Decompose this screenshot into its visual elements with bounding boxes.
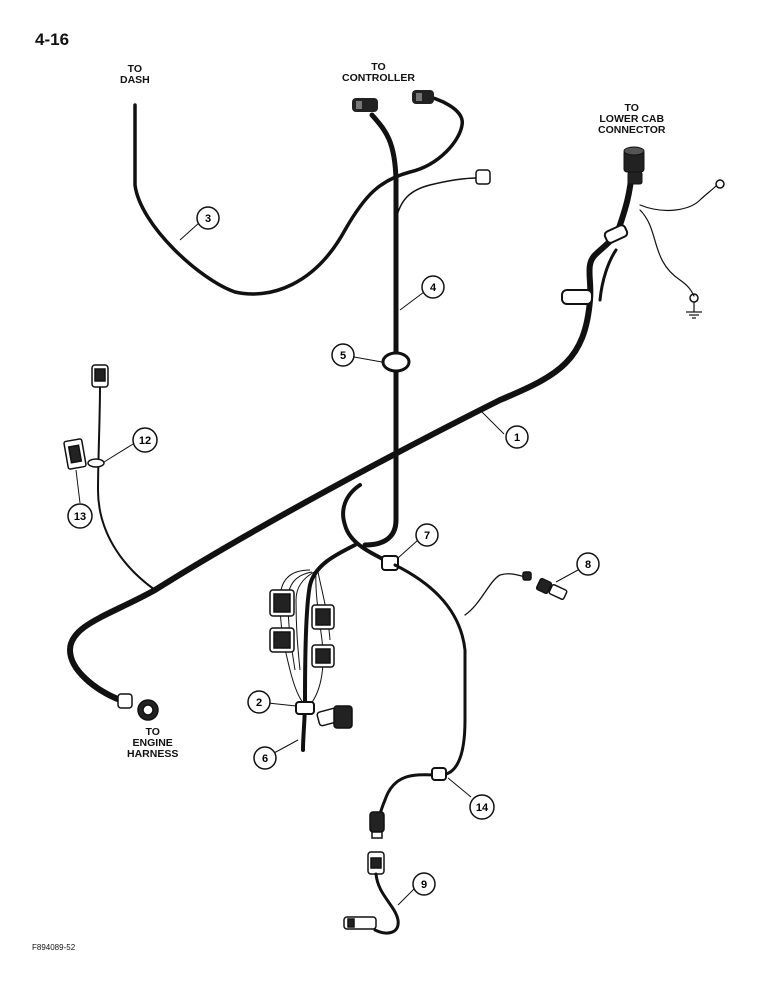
- mounting-bracket: [63, 438, 87, 470]
- label-to-controller: TO CONTROLLER: [342, 61, 415, 84]
- callout-1: 1: [505, 425, 529, 449]
- callout-2-text: 2: [256, 697, 262, 709]
- callout-7: 7: [415, 523, 439, 547]
- callout-8: 8: [576, 552, 600, 576]
- grommet: [381, 351, 411, 373]
- connector-bundle-wire: [301, 543, 357, 752]
- main-harness-wire: [67, 297, 593, 703]
- callout-4: 4: [421, 275, 445, 299]
- callout-13-text: 13: [74, 511, 86, 523]
- callout-5: 5: [331, 343, 355, 367]
- engine-harness-connector: [117, 693, 159, 721]
- label-to-dash: TO DASH: [120, 63, 150, 86]
- callout-3-text: 3: [205, 213, 211, 225]
- callout-14-text: 14: [476, 802, 489, 814]
- callout-6: 6: [253, 746, 277, 770]
- callout-9-text: 9: [421, 879, 427, 891]
- left-harness-wire: [97, 384, 156, 591]
- cable-tie: [87, 458, 105, 468]
- callout-7-text: 7: [424, 530, 430, 542]
- label-to-engine-harness: TO ENGINE HARNESS: [127, 726, 179, 760]
- leader-lines: [75, 221, 579, 906]
- harness-clip-7: [381, 555, 399, 571]
- dash-controller-connector: [412, 90, 434, 104]
- ground-ring-terminal-upper: [715, 179, 725, 189]
- callout-4-text: 4: [430, 282, 437, 294]
- callout-6-text: 6: [262, 753, 268, 765]
- controller-connector: [352, 98, 378, 112]
- figure-id: F894089-52: [32, 943, 76, 952]
- callout-3: 3: [196, 206, 220, 230]
- callout-8-text: 8: [585, 559, 591, 571]
- ground-symbol: [686, 302, 702, 319]
- ground-wire-lower: [639, 209, 695, 297]
- lower-cab-branch-wire-2: [598, 248, 618, 302]
- callout-1-text: 1: [514, 432, 520, 444]
- callout-13: 13: [67, 503, 93, 529]
- harness-clamp-lower: [561, 289, 593, 305]
- controller-pigtail-wire: [395, 177, 479, 221]
- bundle-end-connector: [316, 705, 353, 729]
- callout-5-text: 5: [340, 350, 346, 362]
- temperature-sensor: [522, 571, 568, 601]
- speed-sensor: [343, 916, 377, 930]
- controller-pigtail-connector: [475, 169, 491, 185]
- speed-sensor-connector: [367, 851, 385, 875]
- callout-2: 2: [247, 690, 271, 714]
- callout-14: 14: [469, 794, 495, 820]
- controller-harness-wire: [362, 112, 399, 548]
- harness-clamp-upper: [603, 224, 629, 244]
- harness-clip-14: [431, 767, 447, 781]
- callout-12: 12: [132, 427, 158, 453]
- left-harness-connector: [91, 364, 109, 388]
- sensor-connector: [369, 811, 385, 839]
- sensor-harness-wire: [376, 563, 467, 832]
- junction-loop-wire: [341, 483, 397, 567]
- callout-12-text: 12: [139, 435, 151, 447]
- bundle-clamp: [295, 701, 315, 715]
- page-number: 4-16: [35, 30, 70, 49]
- temp-sensor-wire: [464, 573, 526, 616]
- callout-9: 9: [412, 872, 436, 896]
- dash-harness-wire: [133, 93, 464, 296]
- speed-sensor-wire: [373, 872, 400, 935]
- label-to-lower-cab-connector: TO LOWER CAB CONNECTOR: [598, 102, 666, 136]
- bundle-connectors: [269, 589, 335, 668]
- lower-cab-connector: [623, 146, 645, 185]
- ground-wire-upper: [639, 185, 717, 211]
